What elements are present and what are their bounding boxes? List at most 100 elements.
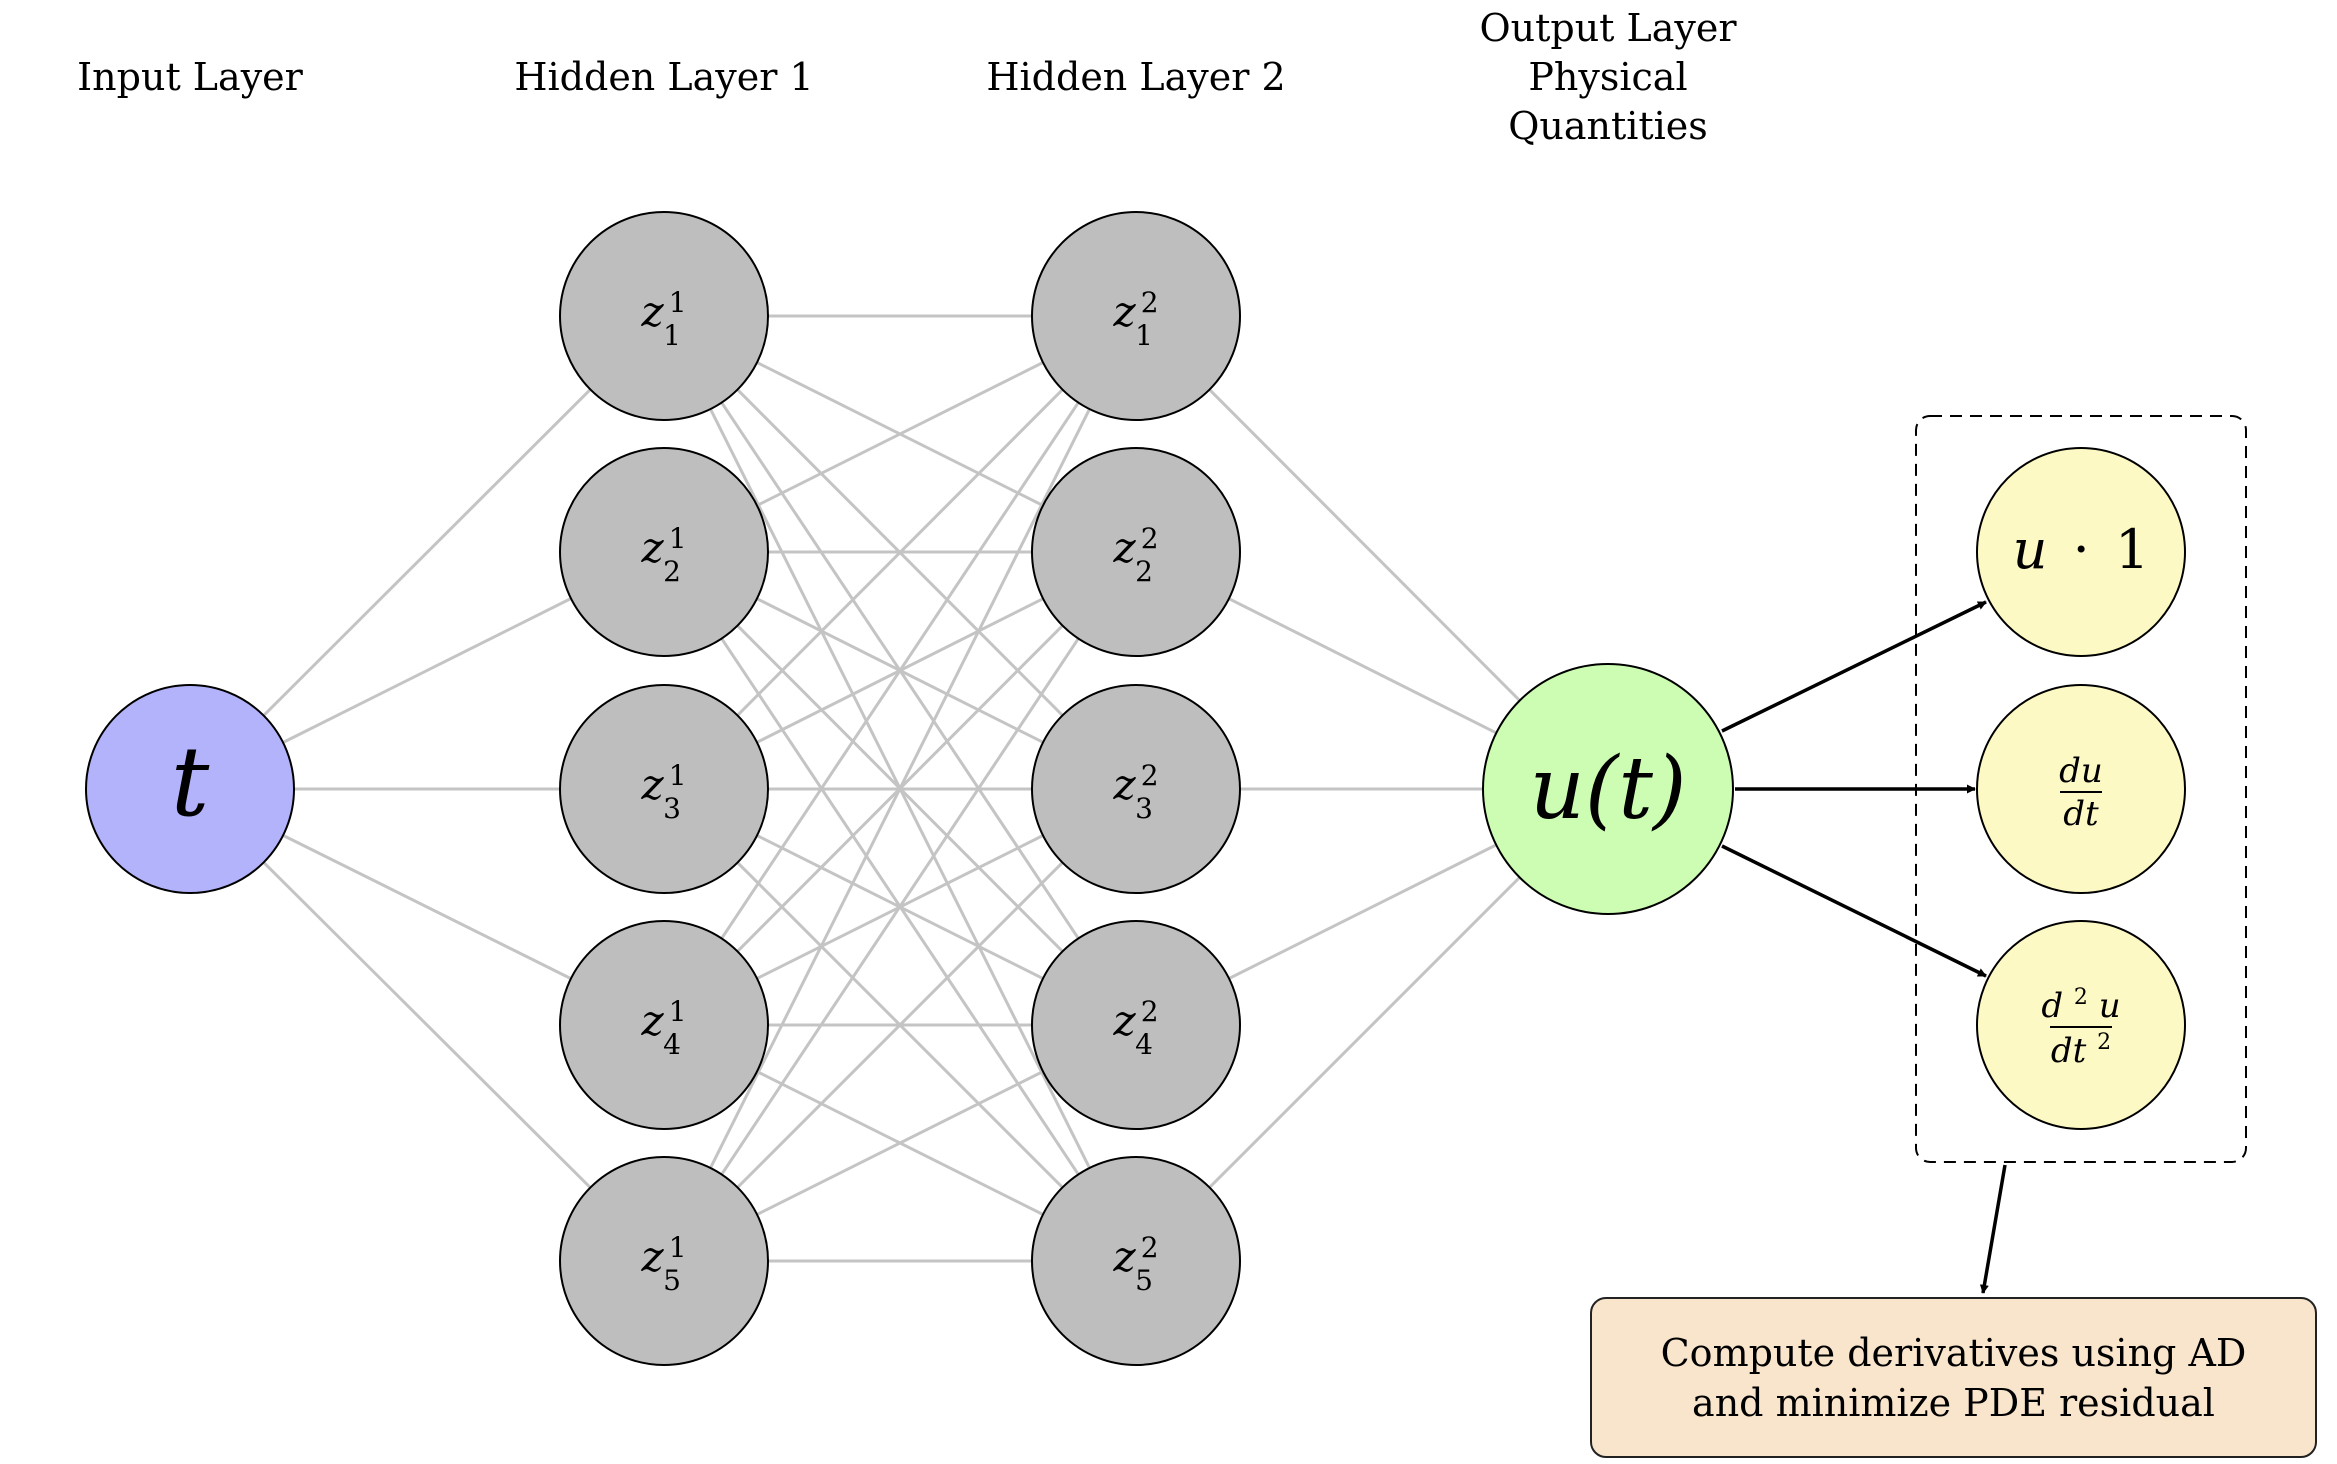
input-layer-title-text: Input Layer — [77, 55, 303, 99]
edge-h2-1-to-output-1 — [1208, 388, 1521, 702]
arrow-to-u-times-one — [1721, 600, 1987, 733]
hidden1-node-3: z 1 3 — [559, 684, 769, 894]
first-derivative-denominator: dt — [2063, 794, 2099, 834]
edge-input-1-to-h1-1 — [262, 388, 592, 717]
summary-box-line2: and minimize PDE residual — [1692, 1380, 2215, 1425]
svg-text:u · 1: u · 1 — [2013, 518, 2150, 581]
edge-h1-5-to-h2-4 — [756, 1070, 1044, 1216]
edge-h2-4-to-output-1 — [1228, 843, 1497, 980]
hidden1-node-2: z 1 2 — [559, 447, 769, 657]
output-node-label: u(t) — [1529, 739, 1686, 839]
input-layer-title: Input Layer — [0, 53, 420, 102]
hidden2-node-5-sup: 2 — [1141, 1231, 1159, 1264]
hidden-layer-2-title-text: Hidden Layer 2 — [986, 55, 1286, 99]
hidden1-node-1: z 1 1 — [559, 211, 769, 421]
hidden1-node-5: z 1 5 — [559, 1156, 769, 1366]
hidden1-node-2-sub: 2 — [663, 555, 681, 588]
hidden2-node-4-sub: 4 — [1135, 1028, 1153, 1061]
hidden2-node-3-base: z — [1112, 760, 1136, 809]
input-node-t: t — [85, 684, 295, 894]
hidden2-node-5-base: z — [1112, 1232, 1136, 1281]
second-derivative-num-d: d — [2041, 986, 2063, 1026]
hidden2-node-5-sub: 5 — [1135, 1264, 1153, 1297]
svg-text:z 1: z 1 — [640, 1231, 686, 1281]
output-layer-title: Output Layer Physical Quantities — [1378, 4, 1838, 151]
second-derivative-num-u: u — [2099, 986, 2121, 1026]
hidden-layer-1-title-text: Hidden Layer 1 — [514, 55, 814, 99]
edge-h1-4-to-h2-1 — [720, 401, 1080, 940]
hidden1-node-2-base: z — [640, 523, 664, 572]
hidden-layer-2-title: Hidden Layer 2 — [906, 53, 1366, 102]
svg-text:z 2: z 2 — [1112, 522, 1158, 572]
summary-box: Compute derivatives using AD and minimiz… — [1590, 1297, 2317, 1458]
hidden2-node-1-sub: 1 — [1135, 319, 1153, 352]
hidden2-node-3-sup: 2 — [1141, 759, 1159, 792]
hidden2-node-2-sub: 2 — [1135, 555, 1153, 588]
second-derivative-den-dt: dt — [2051, 1031, 2087, 1071]
hidden2-node-2-base: z — [1112, 523, 1136, 572]
physical-node-u-times-one: u · 1 — [1976, 447, 2186, 657]
hidden1-node-3-sup: 1 — [669, 759, 687, 792]
physical-title-line2: Quantities — [1508, 104, 1708, 148]
edge-input-1-to-h1-4 — [282, 834, 572, 980]
arrow-to-second-derivative — [1721, 844, 1987, 978]
hidden-layer-1: z 1 1 z 1 2 z 1 3 z 1 — [559, 211, 769, 1366]
first-derivative-numerator: du — [2059, 751, 2103, 791]
hidden1-node-4-sup: 1 — [669, 995, 687, 1028]
summary-box-line1: Compute derivatives using AD — [1660, 1330, 2247, 1375]
svg-text:z 2: z 2 — [1112, 1231, 1158, 1281]
hidden2-node-3: z 2 3 — [1031, 684, 1241, 894]
arrow-to-summary-box — [1979, 1164, 2007, 1294]
hidden2-node-4-sup: 2 — [1141, 995, 1159, 1028]
hidden1-node-5-sub: 5 — [663, 1264, 681, 1297]
hidden2-node-1-sup: 2 — [1141, 286, 1159, 319]
hidden-layer-1-title: Hidden Layer 1 — [434, 53, 894, 102]
hidden2-node-2: z 2 2 — [1031, 447, 1241, 657]
hidden1-node-2-sup: 1 — [669, 522, 687, 555]
hidden1-node-4: z 1 4 — [559, 920, 769, 1130]
edge-h1-5-to-h2-3 — [736, 861, 1064, 1189]
u-times-one-one: 1 — [2115, 518, 2149, 581]
output-node-u-of-t: u(t) — [1482, 663, 1734, 915]
second-derivative-den-exp: 2 — [2097, 1030, 2111, 1055]
edge-input-1-to-h1-2 — [282, 597, 572, 744]
hidden1-node-4-sub: 4 — [663, 1028, 681, 1061]
hidden1-node-1-base: z — [640, 287, 664, 336]
physical-node-first-derivative: du dt — [1976, 684, 2186, 894]
hidden1-node-3-sub: 3 — [663, 792, 681, 825]
svg-text:z 1: z 1 — [640, 522, 686, 572]
hidden2-node-4-base: z — [1112, 996, 1136, 1045]
physical-node-second-derivative: d 2 u dt 2 — [1976, 920, 2186, 1130]
svg-text:z 2: z 2 — [1112, 286, 1158, 336]
network-connections — [262, 314, 1521, 1263]
svg-text:z 2: z 2 — [1112, 995, 1158, 1045]
hidden2-node-5: z 2 5 — [1031, 1156, 1241, 1366]
hidden1-node-1-sup: 1 — [669, 286, 687, 319]
hidden2-node-4: z 2 4 — [1031, 920, 1241, 1130]
derivative-arrows — [1721, 600, 2007, 1294]
hidden1-node-3-base: z — [640, 760, 664, 809]
hidden1-node-5-sup: 1 — [669, 1231, 687, 1264]
hidden1-node-5-base: z — [640, 1232, 664, 1281]
edge-h1-5-to-h2-1 — [709, 408, 1091, 1169]
edge-input-1-to-h1-5 — [262, 861, 592, 1189]
hidden2-node-1: z 2 1 — [1031, 211, 1241, 421]
u-times-one-u: u — [2013, 518, 2048, 581]
svg-text:d 2 u: d 2 u — [2041, 973, 2120, 1026]
hidden-layer-2: z 2 1 z 2 2 z 2 3 z 2 — [1031, 211, 1241, 1366]
hidden2-node-1-base: z — [1112, 287, 1136, 336]
edge-h1-3-to-h2-1 — [736, 388, 1064, 717]
svg-text:dt 2: dt 2 — [2051, 1030, 2111, 1071]
second-derivative-num-exp: 2 — [2074, 985, 2088, 1010]
svg-text:z 1: z 1 — [640, 995, 686, 1045]
svg-text:z 2: z 2 — [1112, 759, 1158, 809]
hidden2-node-2-sup: 2 — [1141, 522, 1159, 555]
edge-h1-5-to-h2-2 — [720, 637, 1080, 1176]
svg-text:z 1: z 1 — [640, 286, 686, 336]
hidden1-node-4-base: z — [640, 996, 664, 1045]
edge-h2-2-to-output-1 — [1228, 597, 1497, 735]
physical-title-line1: Physical — [1528, 55, 1688, 99]
input-node-label: t — [171, 726, 210, 838]
edge-h1-2-to-h2-1 — [756, 361, 1044, 507]
